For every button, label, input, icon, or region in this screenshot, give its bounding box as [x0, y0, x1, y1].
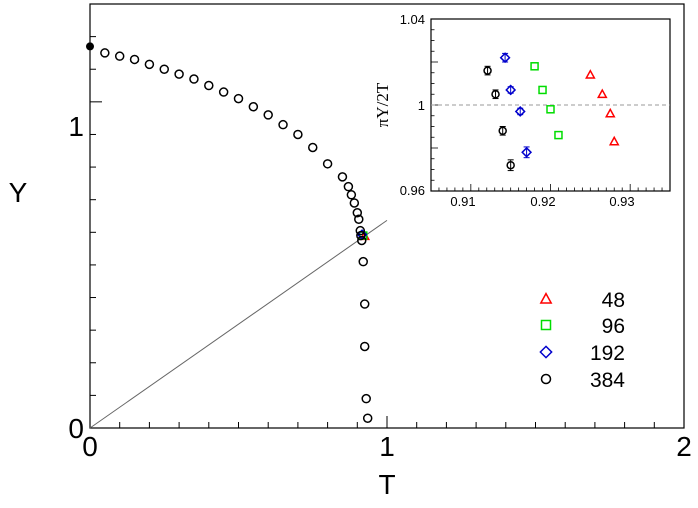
- data-point-384: [293, 129, 303, 140]
- inset-data-point-192: [499, 52, 511, 64]
- x-tick-2: 2: [676, 431, 692, 462]
- data-point-384: [100, 48, 110, 58]
- inset-data-point-48: [585, 69, 596, 79]
- data-point-384: [359, 299, 370, 309]
- data-point-384: [343, 181, 354, 192]
- data-point-384: [361, 393, 371, 404]
- data-point-384: [322, 159, 333, 169]
- data-point-filled: [86, 42, 94, 51]
- x-tick-1: 1: [379, 431, 395, 462]
- data-point-384: [308, 142, 318, 153]
- legend-markers: [539, 292, 553, 385]
- data-point-384: [355, 225, 366, 236]
- inset-data-point-48: [604, 107, 616, 118]
- y-axis-title: Υ: [9, 177, 28, 208]
- legend-label-384: 384: [590, 369, 625, 392]
- data-point-384: [358, 256, 368, 267]
- legend-marker-48: [539, 292, 553, 304]
- inset-data-point-48: [596, 88, 608, 99]
- inset-data-point-96: [530, 62, 539, 71]
- y-tick-1: 1: [68, 111, 84, 142]
- x-tick-0: 0: [82, 431, 98, 462]
- inset-data-point-192: [505, 84, 517, 96]
- main-points: [86, 42, 373, 423]
- inset-x-tick-1: 0.92: [530, 194, 555, 209]
- inset-data-point-96: [546, 105, 555, 114]
- data-point-384: [263, 110, 273, 120]
- legend-label-48: 48: [602, 289, 625, 312]
- data-point-384: [356, 230, 366, 241]
- inset-data-point-192: [521, 146, 533, 158]
- data-point-384: [114, 51, 125, 61]
- data-point-384: [233, 93, 244, 104]
- inset-data-point-96: [538, 85, 547, 95]
- legend-label-96: 96: [602, 315, 625, 338]
- legend-marker-384: [540, 373, 552, 385]
- data-point-384: [204, 80, 214, 91]
- inset-points: [483, 52, 620, 172]
- inset-y-tick-2: 1.04: [400, 12, 425, 27]
- data-point-384: [354, 214, 364, 225]
- data-point-384: [359, 341, 370, 352]
- x-axis-title: T: [378, 469, 395, 500]
- data-point-384: [174, 69, 184, 79]
- reference-line-2t-over-pi: [89, 219, 388, 429]
- legend-label-192: 192: [590, 342, 625, 365]
- data-point-384: [159, 64, 169, 74]
- main-ticks: [90, 36, 655, 428]
- data-point-384: [129, 54, 140, 65]
- legend: 48 96 192 384: [539, 289, 625, 392]
- inset-chart: 0.91 0.92 0.93 0.96 1 1.04 πΥ/2T: [373, 12, 671, 209]
- legend-marker-96: [540, 319, 552, 331]
- legend-marker-192: [539, 345, 553, 359]
- inset-data-point-96: [554, 130, 563, 140]
- data-point-384: [248, 101, 259, 112]
- inset-data-point-384: [506, 160, 515, 170]
- data-point-384: [346, 190, 357, 200]
- data-point-384: [337, 172, 348, 182]
- y-tick-0: 0: [68, 413, 84, 444]
- inset-y-tick-1: 1: [418, 98, 425, 113]
- main-chart: 0 1 2 0 1 T Υ: [9, 3, 692, 500]
- inset-y-tick-0: 0.96: [400, 183, 425, 198]
- inset-data-point-384: [498, 126, 507, 136]
- inset-x-tick-2: 0.93: [609, 194, 634, 209]
- data-point-384: [218, 87, 229, 97]
- data-point-384: [357, 235, 367, 246]
- data-point-384: [349, 198, 360, 208]
- inset-data-point-48: [608, 135, 620, 146]
- inset-data-point-192: [514, 106, 526, 117]
- data-point-384: [189, 74, 199, 84]
- inset-data-point-384: [483, 66, 492, 75]
- data-point-384: [362, 413, 373, 423]
- data-point-384: [144, 59, 155, 70]
- main-reference-line: [89, 219, 388, 429]
- inset-data-point-384: [491, 90, 500, 99]
- data-point-384: [352, 207, 363, 218]
- inset-x-tick-0: 0.91: [450, 194, 475, 209]
- inset-y-axis-title: πΥ/2T: [373, 82, 392, 127]
- data-point-384: [278, 119, 288, 130]
